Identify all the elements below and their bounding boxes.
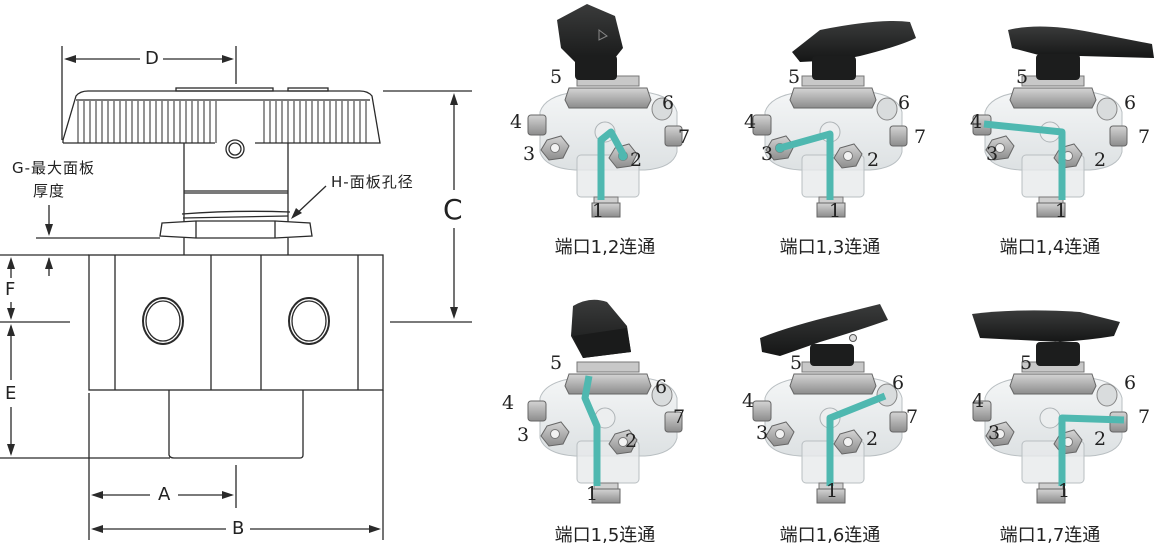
port-label-2: 2 <box>625 430 638 452</box>
port-label-4: 4 <box>742 390 755 412</box>
panel-caption: 端口1,4连通 <box>999 237 1101 258</box>
dimension-label-d: D <box>145 48 159 69</box>
port-label-3: 3 <box>517 424 530 446</box>
valve-outline-drawing <box>0 46 472 540</box>
port-label-2: 2 <box>866 428 879 450</box>
port-connection-panel-1-6: 5 4 3 2 6 7 1 端口1,6连通 <box>720 286 940 560</box>
port-label-1: 1 <box>1055 200 1068 222</box>
handle-icon <box>792 21 916 62</box>
port-label-1: 1 <box>826 480 839 502</box>
port-label-6: 6 <box>1124 92 1137 114</box>
valve-illustration <box>972 26 1154 218</box>
port-connection-panel-1-4: 5 4 3 2 6 7 1 端口1,4连通 <box>940 0 1160 274</box>
port-label-6: 6 <box>892 372 905 394</box>
port-label-4: 4 <box>502 392 515 414</box>
flow-path-icon <box>581 375 601 486</box>
port-label-6: 6 <box>662 92 675 114</box>
annotation-g-line2: 厚度 <box>33 182 66 200</box>
port-label-6: 6 <box>1124 372 1137 394</box>
flow-path-icon <box>983 120 1066 200</box>
port-label-1: 1 <box>829 200 842 222</box>
port-label-5: 5 <box>788 66 801 88</box>
port-connection-panel-1-7: 5 4 3 2 6 7 1 端口1,7连通 <box>940 286 1160 560</box>
port-label-5: 5 <box>550 66 563 88</box>
port-label-4: 4 <box>510 111 523 133</box>
valve-illustration <box>527 4 683 218</box>
annotation-g-max-panel-thickness: G-最大面板 <box>12 159 96 177</box>
flow-path-icon <box>779 130 834 200</box>
port-label-2: 2 <box>1094 428 1107 450</box>
port-connection-panel-1-3: 5 4 3 2 6 7 1 端口1,3连通 <box>720 0 940 274</box>
port-label-5: 5 <box>790 352 803 374</box>
dimension-label-a: A <box>158 484 171 505</box>
port-label-7: 7 <box>906 406 919 428</box>
port-label-3: 3 <box>988 422 1001 444</box>
flow-path-icon <box>597 128 627 200</box>
port-label-7: 7 <box>673 406 686 428</box>
valve-illustration <box>752 304 908 504</box>
dimension-label-b: B <box>232 518 245 539</box>
handle-icon <box>760 304 888 356</box>
valve-illustration <box>527 299 683 504</box>
flow-path-icon <box>1058 414 1125 486</box>
panel-caption: 端口1,3连通 <box>779 237 881 258</box>
port-connection-panel-1-2: 5 4 3 2 6 7 1 端口1,2连通 <box>495 0 715 274</box>
port-label-3: 3 <box>523 143 536 165</box>
dimension-drawing: D C F E A B G-最大面板 厚度 H-面板孔径 <box>0 0 480 548</box>
dimension-label-f: F <box>5 279 16 300</box>
flow-path-icon <box>826 392 887 486</box>
dimension-label-c: C <box>443 193 463 226</box>
port-label-5: 5 <box>1016 66 1029 88</box>
port-label-1: 1 <box>586 483 599 505</box>
port-connection-panel-1-5: 5 4 3 2 6 7 1 端口1,5连通 <box>495 286 715 560</box>
port-label-7: 7 <box>914 126 927 148</box>
port-label-4: 4 <box>970 111 983 133</box>
port-label-3: 3 <box>756 422 769 444</box>
port-label-7: 7 <box>1138 126 1151 148</box>
dimension-label-e: E <box>5 383 17 404</box>
port-label-7: 7 <box>678 126 691 148</box>
port-label-2: 2 <box>1094 149 1107 171</box>
valve-illustration <box>752 21 916 218</box>
panel-caption: 端口1,5连通 <box>554 525 656 546</box>
panel-caption: 端口1,6连通 <box>779 525 881 546</box>
port-label-1: 1 <box>1058 480 1071 502</box>
port-label-4: 4 <box>972 390 985 412</box>
handle-icon <box>557 4 623 68</box>
valve-illustration <box>972 310 1128 504</box>
port-label-2: 2 <box>867 149 880 171</box>
handle-icon <box>1008 26 1154 58</box>
annotation-h-panel-hole-diameter: H-面板孔径 <box>331 173 414 191</box>
port-label-6: 6 <box>655 376 668 398</box>
port-label-5: 5 <box>550 352 563 374</box>
handle-icon <box>972 310 1120 342</box>
port-label-2: 2 <box>630 149 643 171</box>
port-label-5: 5 <box>1020 352 1033 374</box>
port-label-3: 3 <box>986 143 999 165</box>
port-label-1: 1 <box>592 200 605 222</box>
panel-caption: 端口1,7连通 <box>999 525 1101 546</box>
port-label-7: 7 <box>1138 406 1151 428</box>
panel-caption: 端口1,2连通 <box>554 237 656 258</box>
port-label-6: 6 <box>898 92 911 114</box>
port-label-3: 3 <box>761 143 774 165</box>
port-label-4: 4 <box>744 111 757 133</box>
